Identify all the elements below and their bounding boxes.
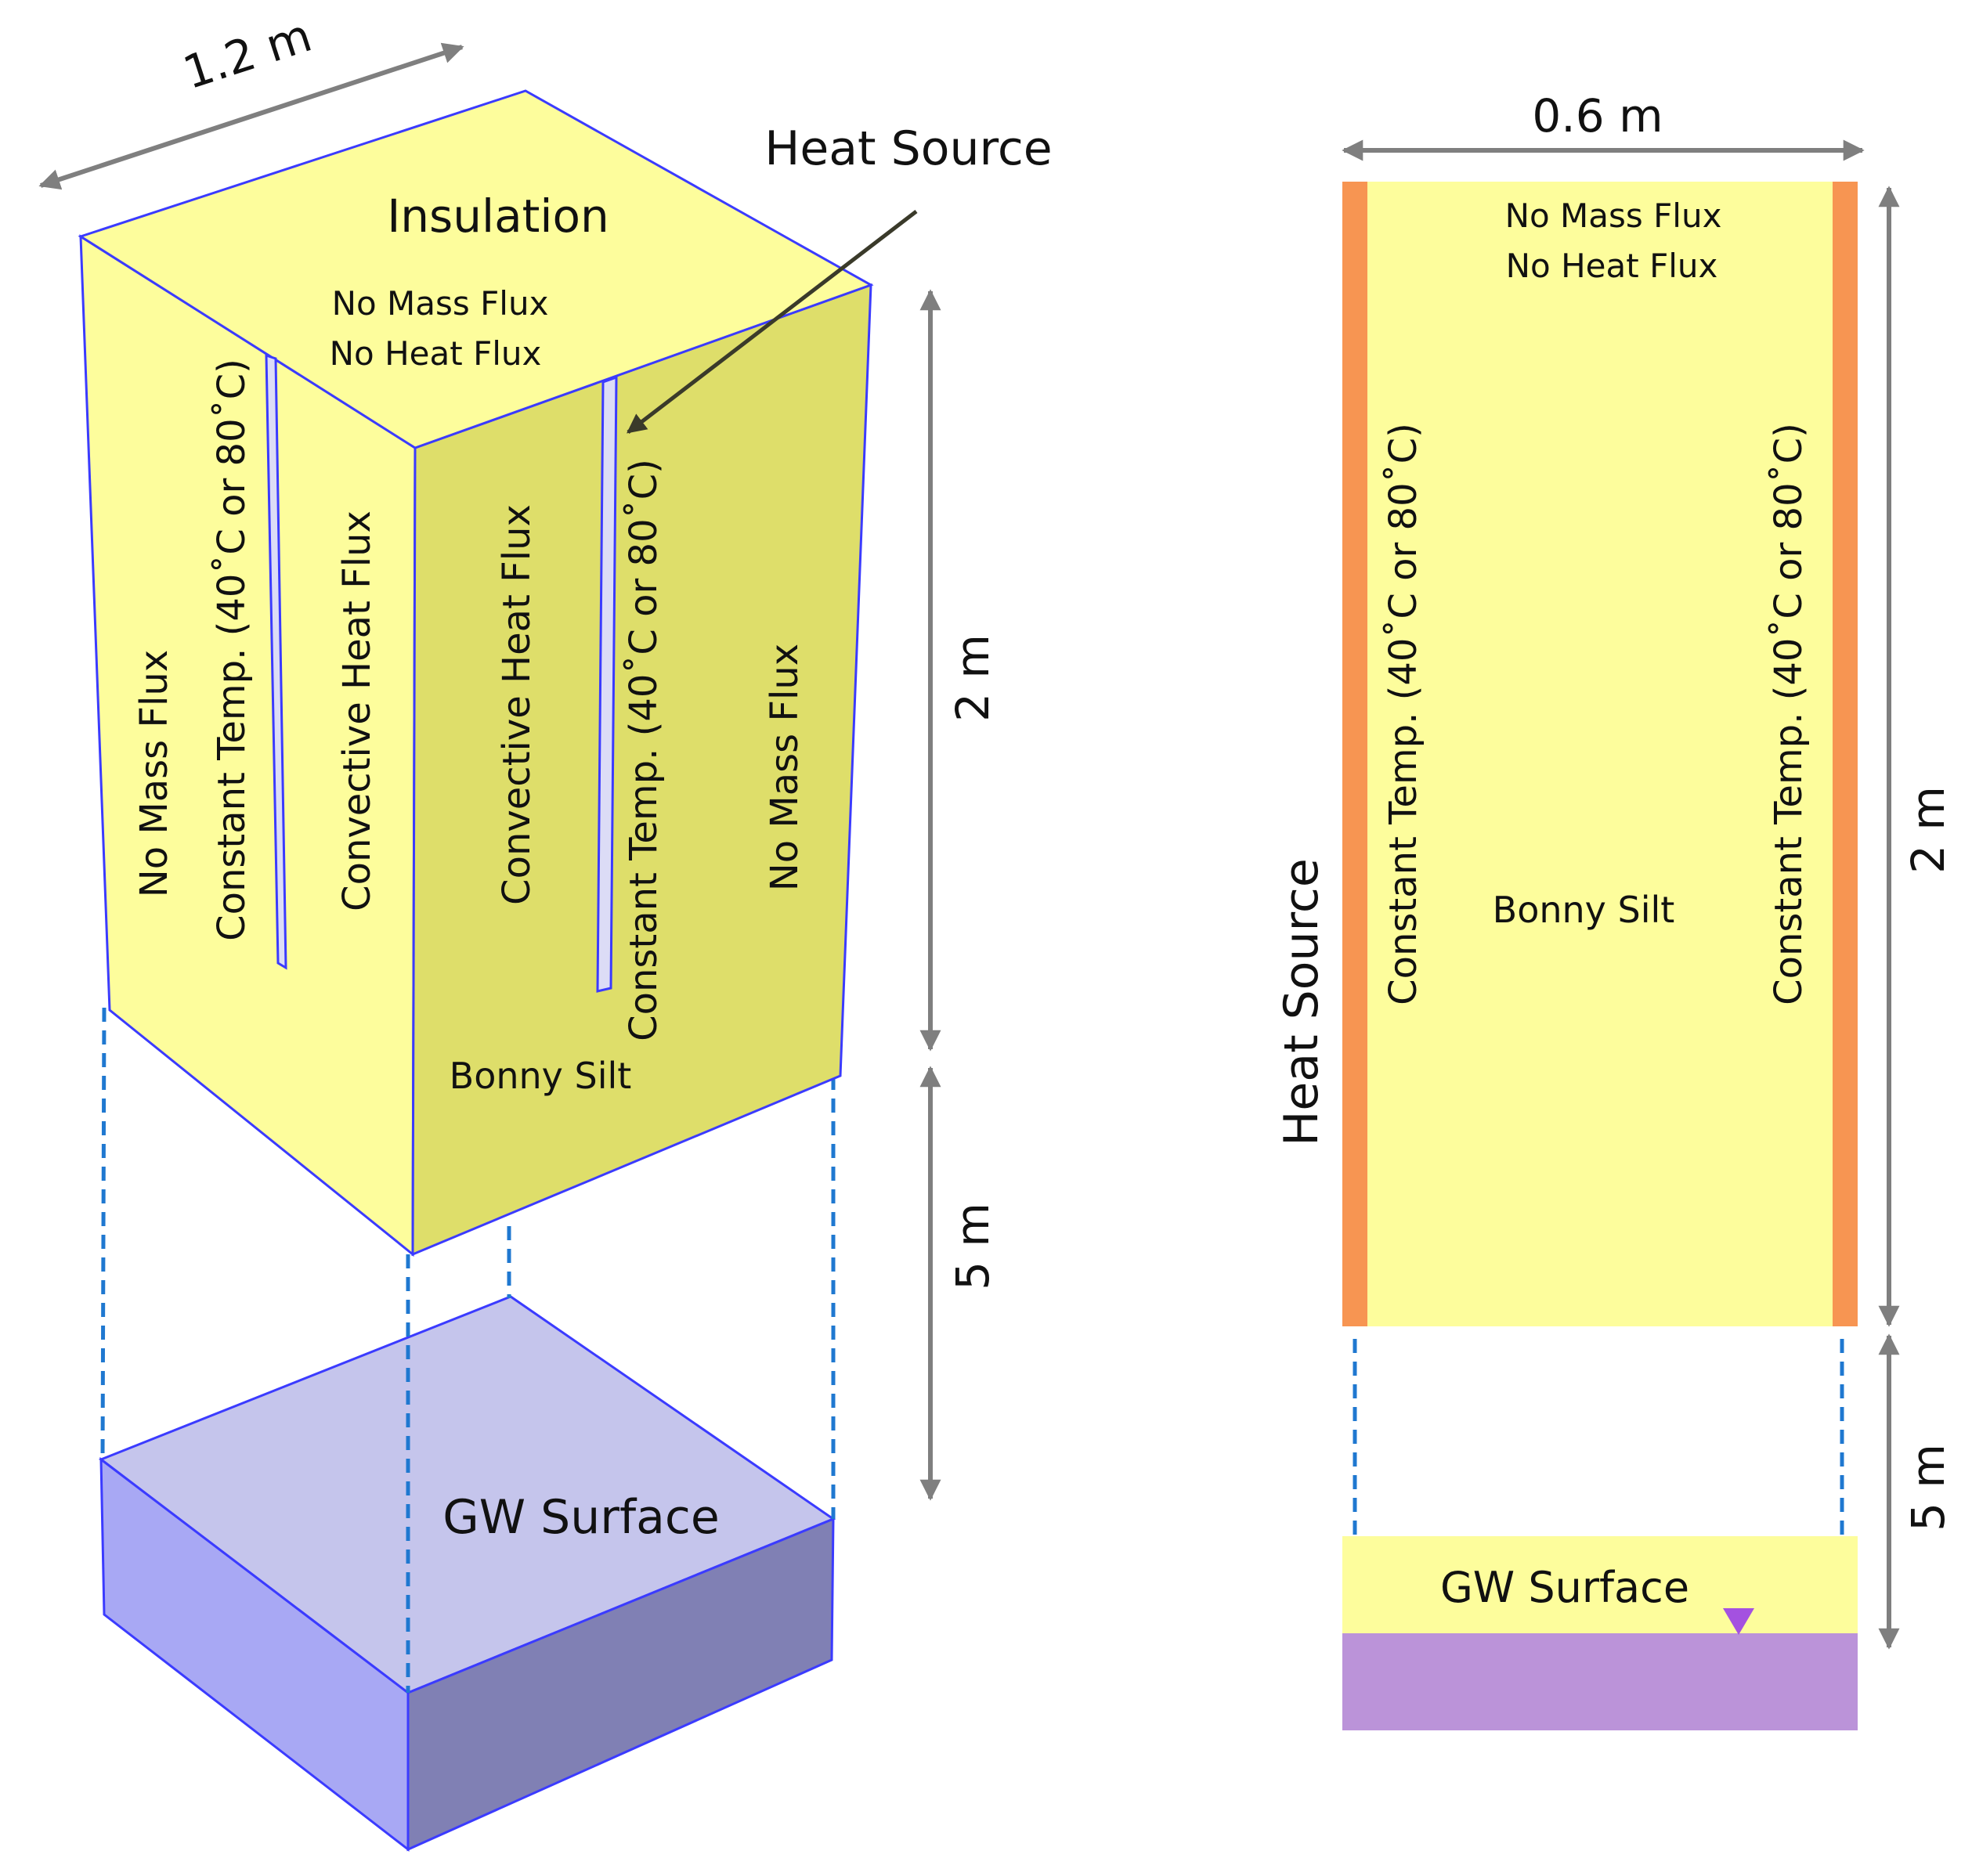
- left-face-no-mass-flux-label: No Mass Flux: [132, 650, 176, 897]
- right-water-table: [1342, 1633, 1858, 1730]
- soil-column: [78, 89, 874, 1257]
- water-table-marker-icon: [1723, 1608, 1754, 1635]
- top-no-mass-flux-label: No Mass Flux: [332, 284, 549, 323]
- heater-slot-left: [265, 353, 287, 970]
- left-gw-surface-label: GW Surface: [442, 1490, 719, 1545]
- right-2d-section: 0.6 m No Mass Flux No Heat Flux Constant…: [1274, 89, 1955, 1730]
- right-2m-label: 2 m: [1902, 786, 1955, 874]
- right-face-no-mass-flux-label: No Mass Flux: [763, 644, 807, 891]
- right-left-constant-temp-label: Constant Temp. (40˚C or 80˚C): [1381, 423, 1425, 1005]
- left-height-dimensions: 2 m 5 m: [919, 289, 999, 1501]
- right-heater-strip-left: [1342, 182, 1367, 1326]
- right-width-label: 0.6 m: [1532, 89, 1663, 143]
- left-3d-model: 1.2 m Heat Source Insulation No Mass Flu…: [38, 9, 1053, 1853]
- right-heater-strip-right: [1833, 182, 1858, 1326]
- heat-source-callout: Heat Source: [627, 121, 1053, 434]
- width-dimension-arrow: [38, 42, 464, 190]
- right-gw-surface-label: GW Surface: [1440, 1563, 1689, 1612]
- right-face-convective-heat-flux-label: Convective Heat Flux: [495, 504, 539, 905]
- projection-line-left: [100, 1007, 107, 1460]
- right-soil-column: [1342, 182, 1858, 1326]
- right-bonny-silt-label: Bonny Silt: [1493, 889, 1675, 931]
- right-projection-lines: [1353, 1339, 1844, 1535]
- projection-lines: [100, 1007, 836, 1693]
- width-dimension-label: 1.2 m: [177, 9, 318, 99]
- right-no-heat-flux-label: No Heat Flux: [1506, 247, 1718, 285]
- heat-source-callout-arrow: [627, 210, 918, 434]
- heater-slot-right: [596, 375, 618, 993]
- gw-block-side-face: [406, 1517, 835, 1852]
- left-2m-label: 2 m: [946, 634, 999, 722]
- right-heat-source-label: Heat Source: [1274, 858, 1329, 1145]
- insulation-label: Insulation: [387, 189, 609, 243]
- right-gw-zone: [1342, 1536, 1858, 1633]
- gw-block: [98, 1295, 836, 1853]
- right-face-constant-temp-label: Constant Temp. (40˚C or 80˚C): [622, 459, 666, 1041]
- left-face-convective-heat-flux-label: Convective Heat Flux: [335, 510, 379, 911]
- right-5m-label: 5 m: [1902, 1444, 1955, 1531]
- right-right-constant-temp-label: Constant Temp. (40˚C or 80˚C): [1767, 423, 1811, 1005]
- left-bonny-silt-label: Bonny Silt: [450, 1055, 632, 1097]
- heat-source-callout-label: Heat Source: [764, 121, 1052, 176]
- left-face-constant-temp-label: Constant Temp. (40˚C or 80˚C): [210, 359, 254, 941]
- left-5m-label: 5 m: [946, 1203, 999, 1290]
- top-no-heat-flux-label: No Heat Flux: [330, 334, 542, 373]
- right-no-mass-flux-label: No Mass Flux: [1505, 197, 1722, 235]
